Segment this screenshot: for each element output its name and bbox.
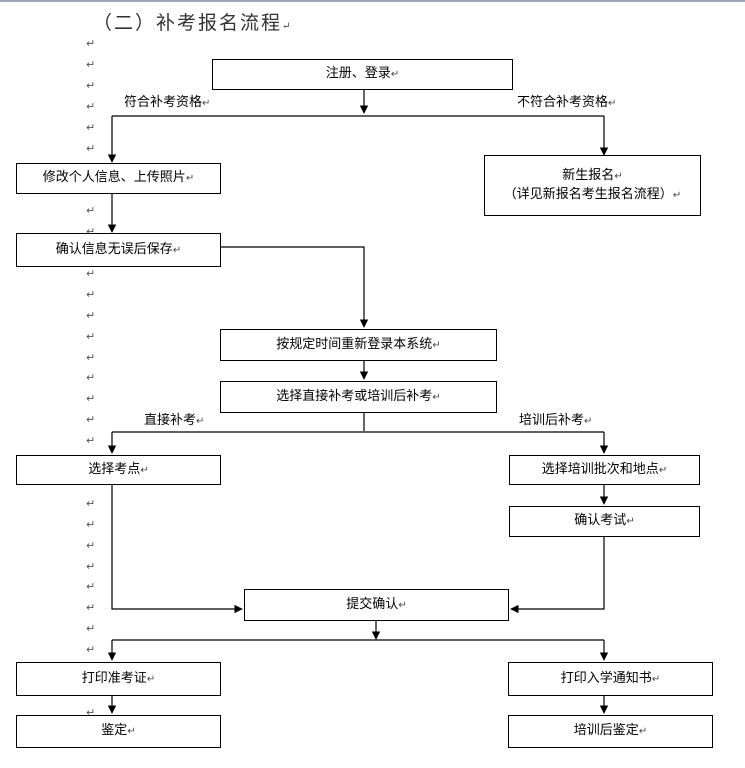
paragraph-mark-icon: ↵ [86,142,96,155]
paragraph-mark-icon: ↵ [86,622,96,635]
paragraph-mark-icon: ↵ [86,706,96,719]
edit-info-text: 修改个人信息、上传照片 [42,170,186,185]
paragraph-mark-icon: ↵ [86,204,96,217]
retake-after-training-label-text: 培训后补考 [519,413,585,428]
appraisal-text: 鉴定 [101,723,128,738]
choose-batch-text: 选择培训批次和地点 [541,461,659,477]
new-student-box: 新生报名↵ （详见新报名考生报名流程）↵ [484,155,701,216]
paragraph-mark-icon: ↵ [86,413,96,426]
print-notice-box: 打印入学通知书↵ [508,662,713,696]
confirm-exam-box: 确认考试↵ [509,506,700,537]
arrow-site-to-submit [111,485,243,614]
paragraph-mark-icon: ↵ [608,98,617,109]
choose-site-box: 选择考点↵ [16,455,221,485]
paragraph-mark-icon: ↵ [86,79,96,92]
paragraph-mark-icon: ↵ [86,497,96,510]
arrow-exam-to-submit [510,537,605,614]
paragraph-mark-icon: ↵ [584,416,593,427]
confirm-save-text: 确认信息无误后保存 [55,241,173,257]
paragraph-mark-icon: ↵ [86,121,96,134]
new-student-note-text: （详见新报名考生报名流程） [503,186,673,202]
relogin-text: 按规定时间重新登录本系统 [276,336,433,352]
paragraph-mark-icon: ↵ [626,516,635,527]
retake-after-training-label: 培训后补考↵ [519,409,592,428]
submit-confirm-box: 提交确认↵ [244,589,509,621]
choose-batch-box: 选择培训批次和地点↵ [509,455,700,485]
paragraph-mark-icon: ↵ [140,464,149,476]
appraisal-after-training-text: 培训后鉴定 [573,723,639,738]
paragraph-mark-icon: ↵ [86,580,96,593]
section-title: （二）补考报名流程↵ [93,8,292,35]
paragraph-mark-icon: ↵ [86,392,96,405]
new-student-text: 新生报名 [562,167,615,183]
paragraph-mark-icon: ↵ [432,339,441,351]
paragraph-mark-icon: ↵ [172,244,182,256]
relogin-box: 按规定时间重新登录本系统↵ [220,329,497,361]
not-eligible-label: 不符合补考资格↵ [517,91,616,110]
paragraph-mark-icon: ↵ [672,189,682,201]
paragraph-mark-icon: ↵ [282,21,293,32]
paragraph-mark-icon: ↵ [146,673,156,685]
print-notice-text: 打印入学通知书 [560,670,652,686]
paragraph-mark-icon: ↵ [196,416,205,427]
direct-retake-label-text: 直接补考 [144,413,197,428]
paragraph-mark-icon: ↵ [202,98,211,109]
appraisal-after-training-box: 培训后鉴定↵ [508,715,713,748]
confirm-exam-text: 确认考试 [574,513,627,528]
choose-site-text: 选择考点 [88,461,141,477]
paragraph-mark-icon: ↵ [86,58,96,71]
paragraph-mark-icon: ↵ [658,464,668,476]
paragraph-mark-icon: ↵ [86,267,96,280]
choose-mode-text: 选择直接补考或培训后补考 [276,388,433,404]
appraisal-box: 鉴定↵ [16,715,221,748]
paragraph-mark-icon: ↵ [651,673,661,685]
register-login-box: 注册、登录↵ [212,59,513,90]
paragraph-mark-icon: ↵ [390,69,400,80]
paragraph-mark-icon: ↵ [86,371,96,384]
paragraph-mark-icon: ↵ [86,351,96,364]
paragraph-mark-icon: ↵ [86,100,96,113]
paragraph-mark-icon: ↵ [86,560,96,573]
paragraph-mark-icon: ↵ [86,601,96,614]
paragraph-mark-icon: ↵ [86,539,96,552]
paragraph-mark-icon: ↵ [185,173,195,184]
paragraph-mark-icon: ↵ [432,391,441,403]
arrow-to-relogin [220,246,369,328]
paragraph-mark-icon: ↵ [86,434,96,447]
section-title-text: （二）补考报名流程 [93,12,283,34]
paragraph-mark-icon: ↵ [86,309,96,322]
paragraph-mark-icon: ↵ [86,37,96,50]
top-border [0,0,745,2]
direct-retake-label: 直接补考↵ [144,409,204,428]
print-admission-text: 打印准考证 [81,670,147,686]
confirm-save-box: 确认信息无误后保存↵ [16,233,221,267]
paragraph-mark-icon: ↵ [86,288,96,301]
paragraph-mark-icon: ↵ [127,726,136,737]
print-admission-box: 打印准考证↵ [16,662,221,696]
paragraph-mark-icon: ↵ [86,643,96,656]
paragraph-mark-icon: ↵ [638,726,648,737]
edit-info-box: 修改个人信息、上传照片↵ [16,163,221,194]
submit-confirm-text: 提交确认 [346,596,399,612]
paragraph-mark-icon: ↵ [86,518,96,531]
eligible-label: 符合补考资格↵ [124,91,210,110]
paragraph-mark-icon: ↵ [86,330,96,343]
paragraph-mark-icon: ↵ [398,599,407,611]
register-login-text: 注册、登录 [325,66,391,81]
paragraph-mark-icon: ↵ [614,170,623,182]
eligible-label-text: 符合补考资格 [124,95,203,110]
paragraph-mark-icon: ↵ [86,225,96,238]
not-eligible-label-text: 不符合补考资格 [517,95,609,110]
choose-mode-box: 选择直接补考或培训后补考↵ [220,381,497,413]
